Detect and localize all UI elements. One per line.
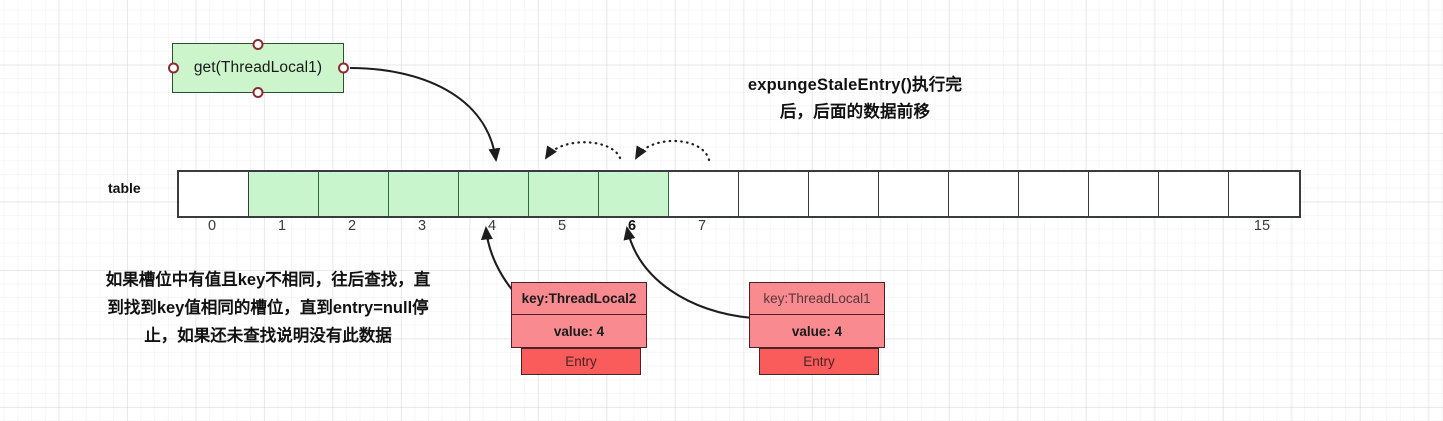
table-cell-4[interactable] — [459, 172, 529, 216]
entry-key: key:ThreadLocal2 — [511, 282, 647, 315]
table-cell-10[interactable] — [879, 172, 949, 216]
table-cell-1[interactable] — [249, 172, 319, 216]
table-cell-12[interactable] — [1019, 172, 1089, 216]
note-line-2: 到找到key值相同的槽位，直到entry=null停 — [107, 299, 429, 317]
entry-footer: Entry — [759, 348, 879, 375]
note-line-3: 止，如果还未查找说明没有此数据 — [144, 327, 392, 345]
table-cell-9[interactable] — [809, 172, 879, 216]
table-label: table — [108, 180, 141, 196]
connection-handle-top[interactable] — [252, 38, 264, 50]
table-row — [177, 170, 1301, 218]
index-label-2: 2 — [347, 218, 357, 234]
entry-key: key:ThreadLocal1 — [749, 282, 885, 315]
index-label-15: 15 — [1253, 218, 1271, 234]
diagram-heading: expungeStaleEntry()执行完 后，后面的数据前移 — [690, 72, 1020, 126]
arrow-get-to-cell4 — [349, 66, 501, 163]
table-cell-15[interactable] — [1229, 172, 1299, 216]
index-label-7: 7 — [697, 218, 707, 234]
heading-line-2: 后，后面的数据前移 — [779, 103, 931, 121]
entry-box[interactable]: key:ThreadLocal1 value: 4 Entry — [749, 282, 885, 375]
note-line-1: 如果槽位中有值且key不相同，往后查找，直 — [105, 271, 431, 289]
entry-footer: Entry — [521, 348, 641, 375]
arrow-shift-6-to-5 — [544, 141, 622, 160]
get-threadlocal-node[interactable]: get(ThreadLocal1) — [167, 38, 349, 98]
table-cell-6[interactable] — [599, 172, 669, 216]
heading-line-1: expungeStaleEntry()执行完 — [747, 76, 963, 94]
table-cell-3[interactable] — [389, 172, 459, 216]
connection-handle-left[interactable] — [167, 62, 179, 74]
table-cell-5[interactable] — [529, 172, 599, 216]
get-node-label: get(ThreadLocal1) — [193, 59, 323, 76]
table-index-labels: 0 1 2 3 4 5 6 7 15 — [177, 218, 1297, 240]
index-label-0: 0 — [207, 218, 217, 234]
table-cell-0[interactable] — [179, 172, 249, 216]
table-cell-13[interactable] — [1089, 172, 1159, 216]
index-label-1: 1 — [277, 218, 287, 234]
connection-handle-right[interactable] — [337, 62, 349, 74]
entry-value: value: 4 — [749, 315, 885, 348]
index-label-3: 3 — [417, 218, 427, 234]
table-cell-7[interactable] — [669, 172, 739, 216]
entry-box[interactable]: key:ThreadLocal2 value: 4 Entry — [511, 282, 647, 375]
index-label-6: 6 — [627, 218, 637, 234]
table-cell-8[interactable] — [739, 172, 809, 216]
arrow-shift-7-to-6 — [634, 139, 711, 162]
lookup-note: 如果槽位中有值且key不相同，往后查找，直 到找到key值相同的槽位，直到ent… — [48, 266, 488, 350]
table-cell-14[interactable] — [1159, 172, 1229, 216]
entry-value: value: 4 — [511, 315, 647, 348]
index-label-4: 4 — [487, 218, 497, 234]
table-cell-2[interactable] — [319, 172, 389, 216]
table-cell-11[interactable] — [949, 172, 1019, 216]
connection-handle-bottom[interactable] — [252, 86, 264, 98]
index-label-5: 5 — [557, 218, 567, 234]
